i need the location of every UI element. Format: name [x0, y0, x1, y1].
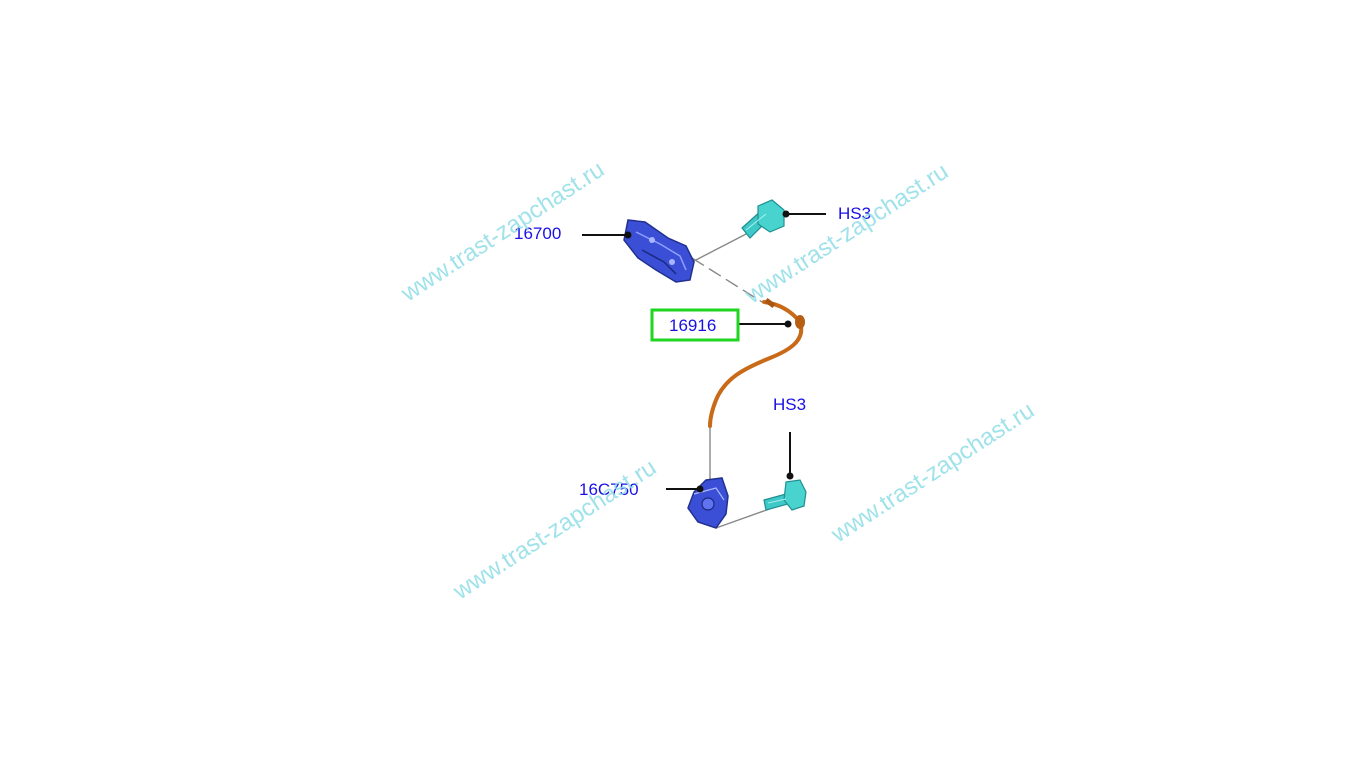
leader-16700	[582, 231, 632, 239]
callout-hs3-top[interactable]: HS3	[838, 204, 871, 223]
watermark-4: www.trast-zapchast.ru	[826, 397, 1040, 549]
watermark-1: www.trast-zapchast.ru	[396, 156, 610, 308]
bolt-hs3-top-icon[interactable]	[741, 199, 785, 239]
callout-hs3-bottom[interactable]: HS3	[773, 395, 806, 414]
cable-16916-icon[interactable]	[708, 298, 805, 428]
callout-16916[interactable]: 16916	[669, 316, 716, 335]
latch-16c750-icon[interactable]	[687, 477, 729, 529]
bolt-hs3-bottom-icon[interactable]	[763, 479, 807, 511]
leader-16c750	[666, 485, 704, 493]
leader-hs3-bottom	[786, 432, 794, 480]
callout-16700[interactable]: 16700	[514, 224, 561, 243]
selected-part-highlight[interactable]	[650, 308, 740, 342]
watermark-3: www.trast-zapchast.ru	[448, 454, 662, 606]
leader-16916	[738, 320, 792, 328]
latch-16700-icon[interactable]	[623, 219, 695, 283]
leader-hs3-top	[782, 210, 826, 218]
assembly-lines	[691, 231, 773, 529]
watermarks: www.trast-zapchast.ru www.trast-zapchast…	[396, 156, 1040, 606]
watermark-2: www.trast-zapchast.ru	[740, 158, 954, 310]
callout-16c750[interactable]: 16C750	[579, 480, 639, 499]
